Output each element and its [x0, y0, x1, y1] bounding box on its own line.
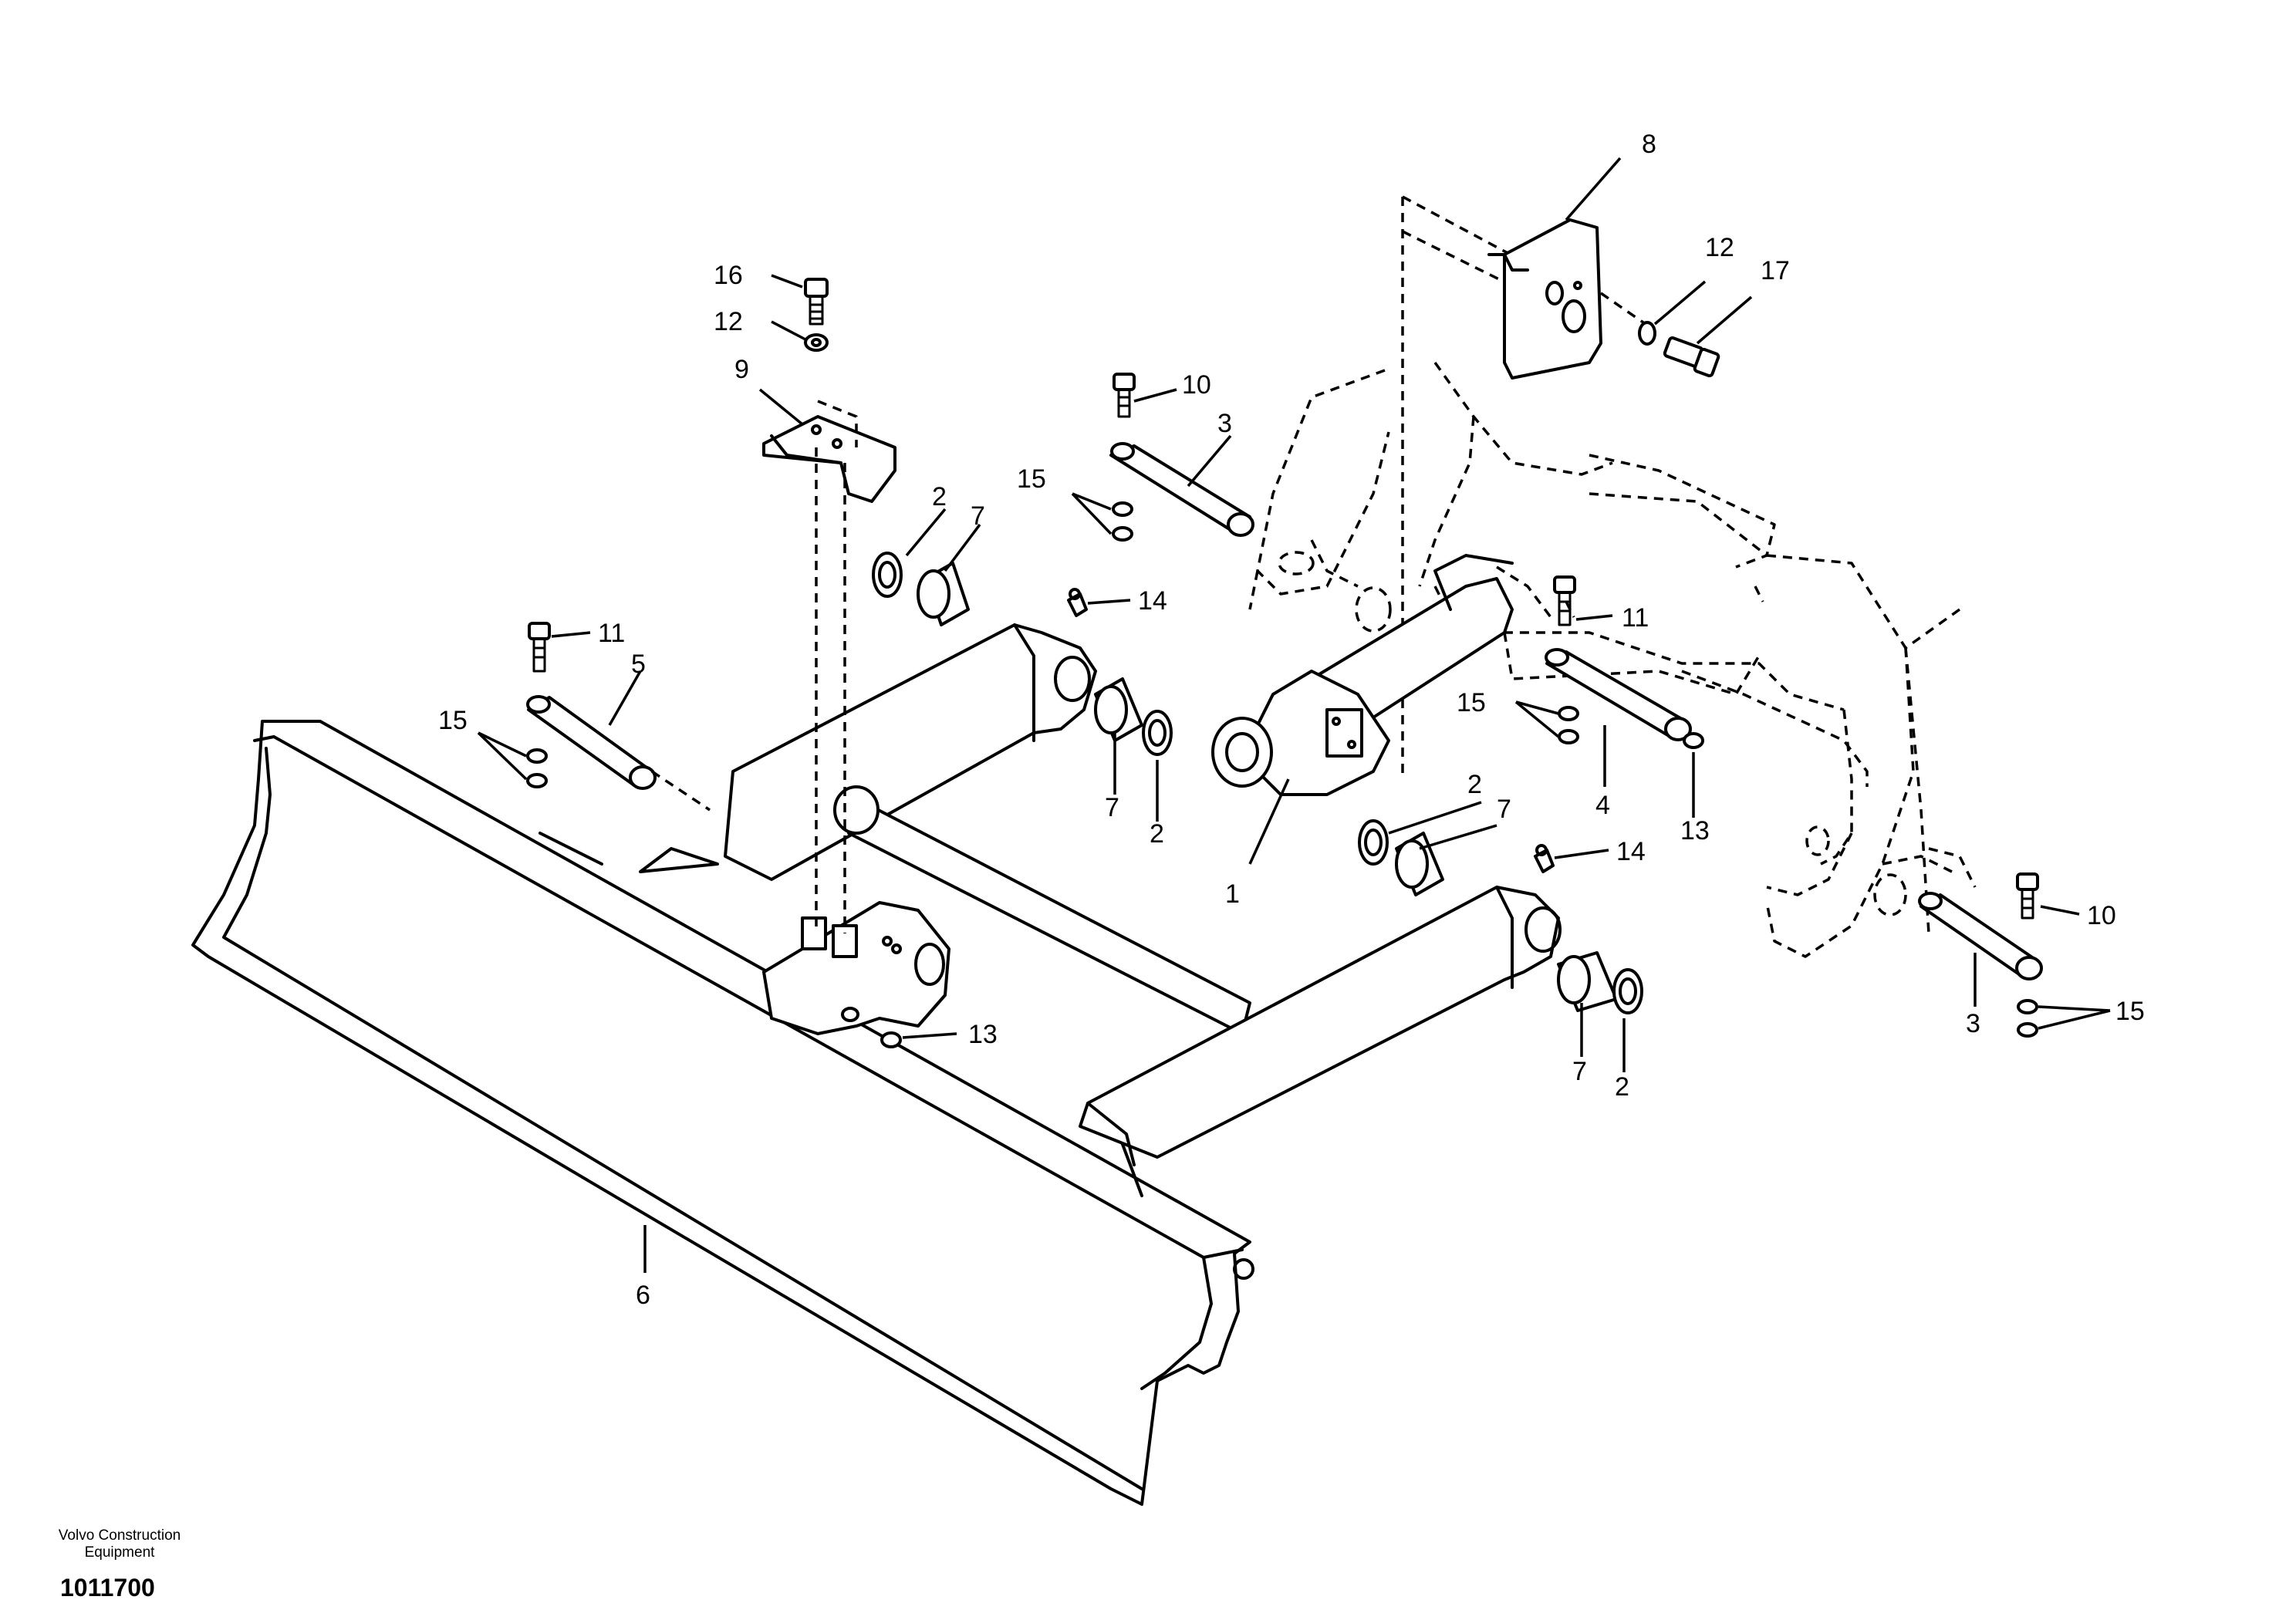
- bolt-11-right: [1553, 575, 1576, 626]
- callout-15-right-upper: 15: [1457, 688, 1486, 717]
- callout-7-middle: 7: [1105, 793, 1119, 822]
- callout-3-upper: 3: [1217, 409, 1232, 438]
- callout-6: 6: [636, 1281, 650, 1310]
- bushing-7-lower: [1557, 951, 1618, 1012]
- grease-nipple-14-upper: [1067, 588, 1088, 617]
- bushing-7-right-upper: [1395, 832, 1444, 896]
- callout-1: 1: [1225, 879, 1240, 909]
- nuts-15-left: [526, 748, 548, 788]
- guide-plate-9: [762, 400, 896, 933]
- callout-10-upper: 10: [1182, 370, 1211, 400]
- callout-15-right-lower: 15: [2115, 997, 2145, 1026]
- bolt-10-upper: [1113, 373, 1136, 418]
- callout-3-right: 3: [1966, 1009, 1980, 1038]
- washer-2-upper: [872, 552, 903, 598]
- callout-15-upper: 15: [1017, 464, 1046, 494]
- callout-13-lower: 13: [968, 1020, 998, 1049]
- washer-2-lower: [1612, 968, 1643, 1014]
- callout-14-upper: 14: [1138, 586, 1167, 616]
- bushing-7-middle: [1094, 677, 1143, 742]
- callout-14-right: 14: [1616, 837, 1646, 866]
- callout-7-lower: 7: [1572, 1057, 1587, 1086]
- washer-2-right-upper: [1358, 819, 1389, 866]
- cylinder-rod-bracket: [762, 901, 950, 1035]
- nuts-15-right-lower: [2017, 999, 2038, 1038]
- publisher-line-2: Equipment: [84, 1544, 155, 1561]
- callout-12-right: 12: [1705, 233, 1734, 262]
- bushing-7-upper: [917, 562, 970, 626]
- nuts-15-upper: [1112, 501, 1133, 542]
- push-frame: [724, 623, 1562, 1166]
- callout-15-left: 15: [438, 706, 468, 735]
- callout-5: 5: [631, 650, 646, 679]
- bolt-16: [804, 278, 829, 326]
- callout-11-left: 11: [598, 619, 625, 648]
- plate-8: [1487, 218, 1652, 380]
- washer-12-left: [804, 333, 829, 352]
- bolt-10-right: [2016, 872, 2039, 920]
- callout-17: 17: [1761, 256, 1790, 285]
- callout-13-right: 13: [1680, 816, 1710, 845]
- callout-7-upper: 7: [971, 501, 985, 531]
- callout-4: 4: [1595, 791, 1610, 820]
- grease-nipple-14-right: [1534, 844, 1555, 873]
- callout-16: 16: [714, 261, 743, 290]
- nuts-15-right-upper: [1558, 706, 1579, 744]
- callout-2-right-upper: 2: [1467, 770, 1482, 799]
- pin-3-right: [1918, 892, 2043, 980]
- callout-8: 8: [1642, 130, 1656, 159]
- pin-4: [1545, 648, 1692, 741]
- publisher-label: Volvo Construction Equipment: [31, 1527, 208, 1561]
- pin-5: [526, 695, 711, 812]
- grease-nipple-13-lower: [880, 1031, 902, 1048]
- publisher-line-1: Volvo Construction: [58, 1527, 181, 1544]
- leader-lines: [477, 157, 2111, 1273]
- pin-3-upper: [1109, 442, 1254, 537]
- callout-12-left: 12: [714, 307, 743, 336]
- callout-7-right-upper: 7: [1497, 795, 1511, 824]
- callout-11-right: 11: [1622, 603, 1649, 633]
- callout-9: 9: [734, 355, 749, 384]
- washer-2-middle: [1142, 710, 1173, 756]
- document-number: 1011700: [60, 1574, 155, 1601]
- grease-nipple-13-right: [1683, 732, 1704, 749]
- callout-2-upper: 2: [932, 482, 947, 511]
- washer-12-right: [1638, 321, 1656, 346]
- callout-2-middle: 2: [1150, 819, 1164, 849]
- callout-10-right: 10: [2087, 901, 2116, 930]
- bolt-17: [1663, 336, 1720, 378]
- callout-2-lower: 2: [1615, 1072, 1629, 1102]
- bolt-11-left: [528, 622, 551, 673]
- blade-cylinder: [1211, 554, 1514, 796]
- callout-labels: 8 12 17 16 12 9 10 3 15 2 7 14 11 5 15 7…: [438, 130, 2145, 1310]
